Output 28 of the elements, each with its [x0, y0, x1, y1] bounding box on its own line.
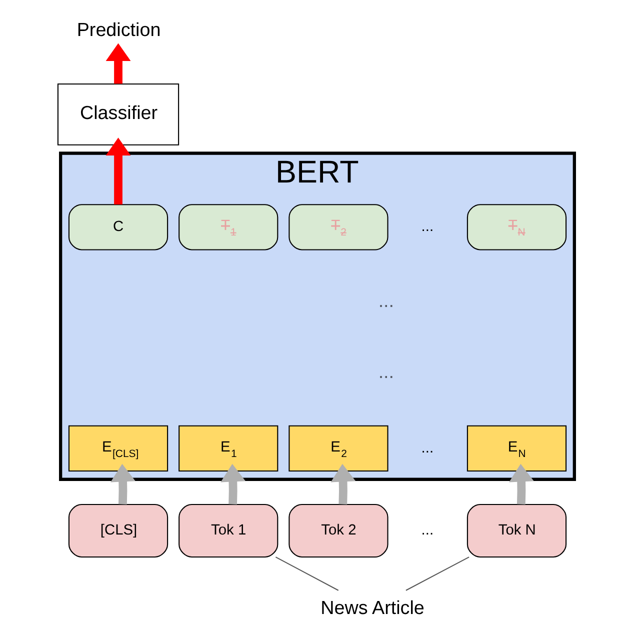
connector [274, 556, 338, 591]
arrow [110, 464, 135, 504]
label: ... [420, 219, 434, 236]
node-box: Classifier [56, 84, 179, 146]
node-box: T$_{2}$ [288, 204, 388, 250]
arrow [220, 464, 246, 504]
node-box: E$_{2}$ [288, 425, 388, 472]
node-box: T$_{1}$ [178, 204, 278, 250]
node-box: [CLS] [68, 504, 168, 558]
label: ... [378, 290, 394, 311]
node-box: E$_{1}$ [178, 425, 278, 472]
arrow [330, 464, 356, 504]
node-text: Prediction [76, 19, 160, 40]
node-text: News Article [320, 597, 424, 618]
node-box: Tok 2 [288, 504, 388, 558]
node-box: E$_{[CLS]}$ [68, 425, 168, 472]
node-box: Tok 1 [178, 504, 278, 558]
label: ... [420, 522, 434, 539]
node-box: Tok N [466, 504, 566, 558]
node-box: C [68, 204, 168, 250]
arrow [105, 138, 130, 205]
node-box: T$_{N}$ [466, 204, 566, 250]
connector [405, 556, 469, 591]
node-box: E$_{N}$ [466, 425, 566, 472]
label: ... [378, 361, 394, 382]
label: ... [420, 440, 434, 456]
arrow [105, 43, 130, 84]
arrow [508, 464, 534, 504]
